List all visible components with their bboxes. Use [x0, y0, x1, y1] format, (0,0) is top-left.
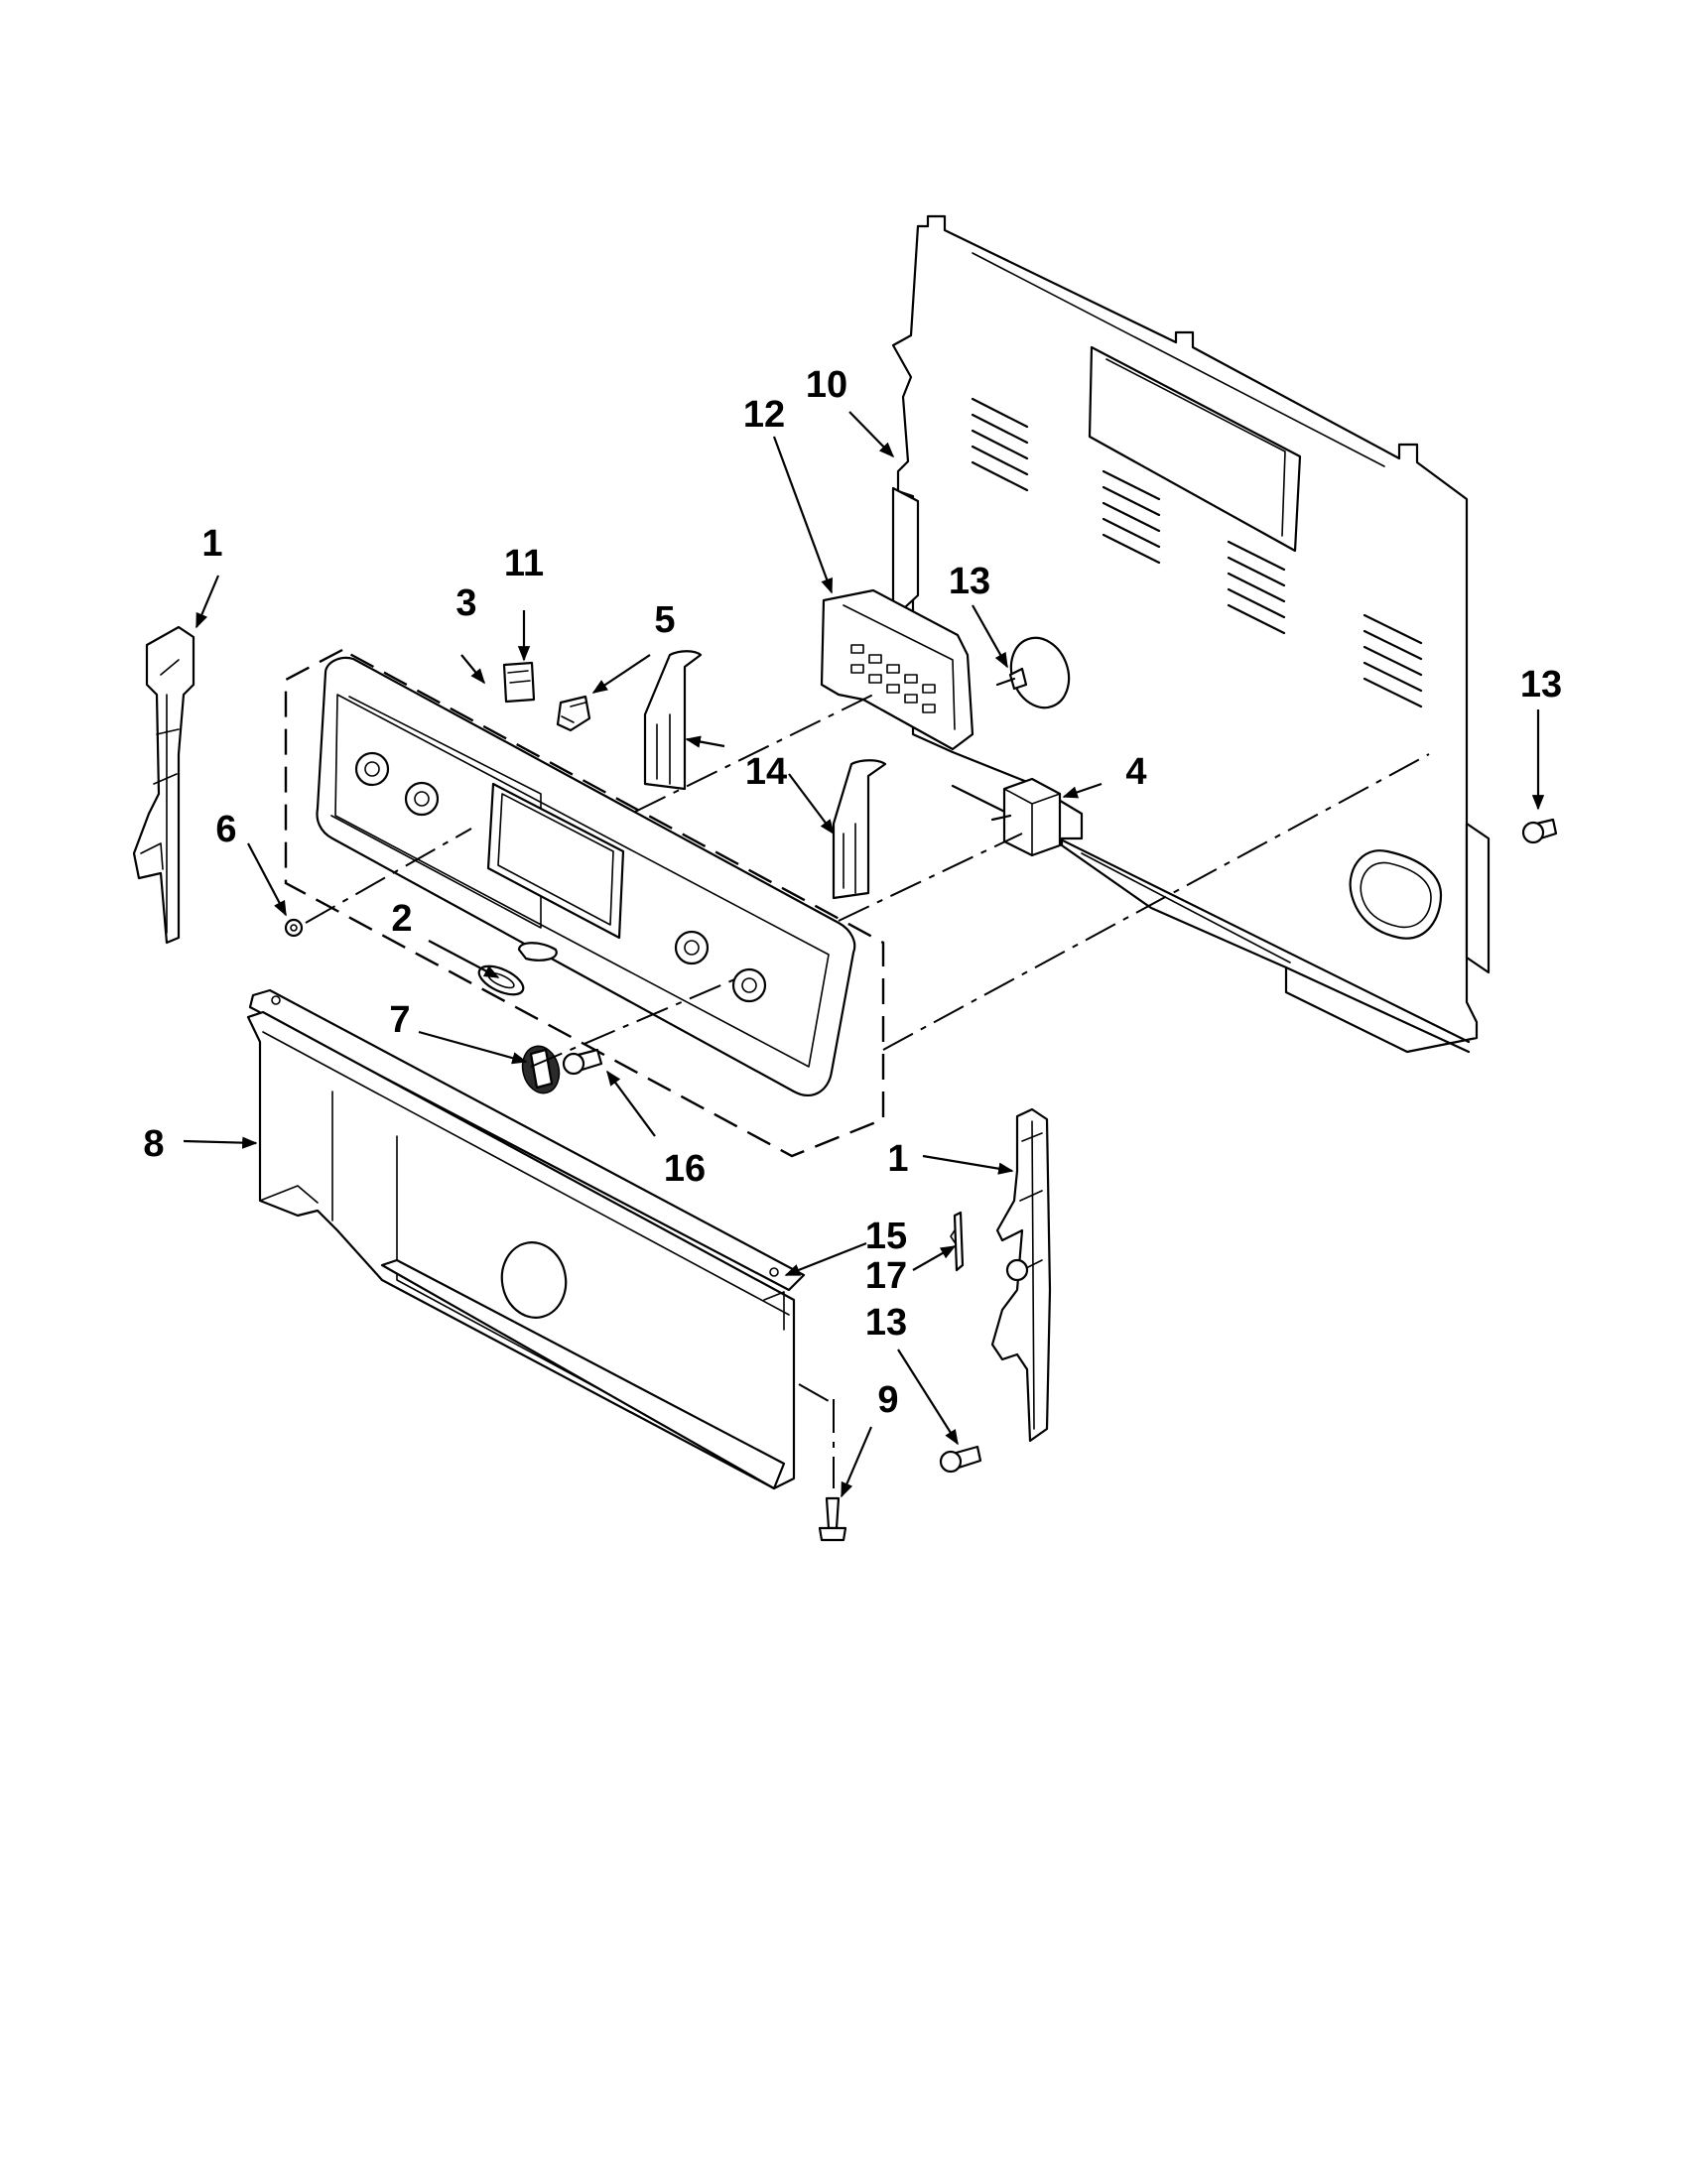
logo-badge: [477, 964, 525, 996]
knob: [521, 1045, 561, 1094]
control-buttons: [850, 644, 936, 713]
callout-17: 17: [865, 1255, 907, 1297]
screw: [562, 1048, 603, 1076]
callout-12: 12: [743, 394, 785, 436]
trim-strip: [248, 988, 806, 1292]
callout-13-lower: 13: [865, 1302, 907, 1344]
side-bracket-left: [132, 625, 195, 945]
side-bracket-right: [990, 1107, 1052, 1443]
alignment-lines: [305, 694, 1430, 1488]
knob-hole: [404, 781, 440, 817]
rear-back-panel: [891, 214, 1491, 1054]
callout-7: 7: [389, 999, 410, 1041]
louver-vents: [971, 397, 1423, 708]
round-component: [995, 636, 1071, 709]
callout-5: 5: [654, 599, 675, 641]
screw-small: [284, 918, 304, 938]
switch: [502, 661, 536, 704]
callout-3: 3: [455, 582, 476, 624]
callout-10: 10: [806, 364, 847, 406]
callout-13-upper: 13: [949, 561, 990, 602]
clip: [950, 1211, 965, 1272]
switch: [556, 695, 591, 732]
lower-panel: [246, 1010, 796, 1490]
callout-15: 15: [865, 1216, 907, 1257]
callout-16: 16: [664, 1148, 706, 1190]
knob-hole: [354, 751, 390, 787]
callout-1-right: 1: [887, 1138, 908, 1180]
electronic-control: [820, 588, 974, 751]
callout-labels: 1 1 2 3 4 5 6 7 8 9 10 11 12 13 13 13 14…: [143, 364, 1562, 1421]
callout-14: 14: [745, 751, 787, 793]
callout-4: 4: [1125, 751, 1146, 793]
callout-1-left: 1: [201, 523, 222, 565]
knob-hole: [731, 967, 767, 1003]
leader-arrows: [183, 411, 1545, 1498]
callout-11: 11: [504, 543, 544, 584]
callout-2: 2: [391, 898, 412, 940]
screw: [1521, 818, 1558, 844]
assembly-outline: [284, 648, 885, 1158]
screw: [939, 1445, 982, 1474]
screw: [818, 1496, 847, 1542]
callout-9: 9: [877, 1379, 898, 1421]
knob-hole: [674, 930, 710, 965]
bracket: [832, 759, 887, 900]
bracket: [643, 650, 703, 791]
callout-13-right: 13: [1520, 664, 1562, 706]
callout-8: 8: [143, 1123, 164, 1165]
callout-6: 6: [215, 809, 236, 850]
